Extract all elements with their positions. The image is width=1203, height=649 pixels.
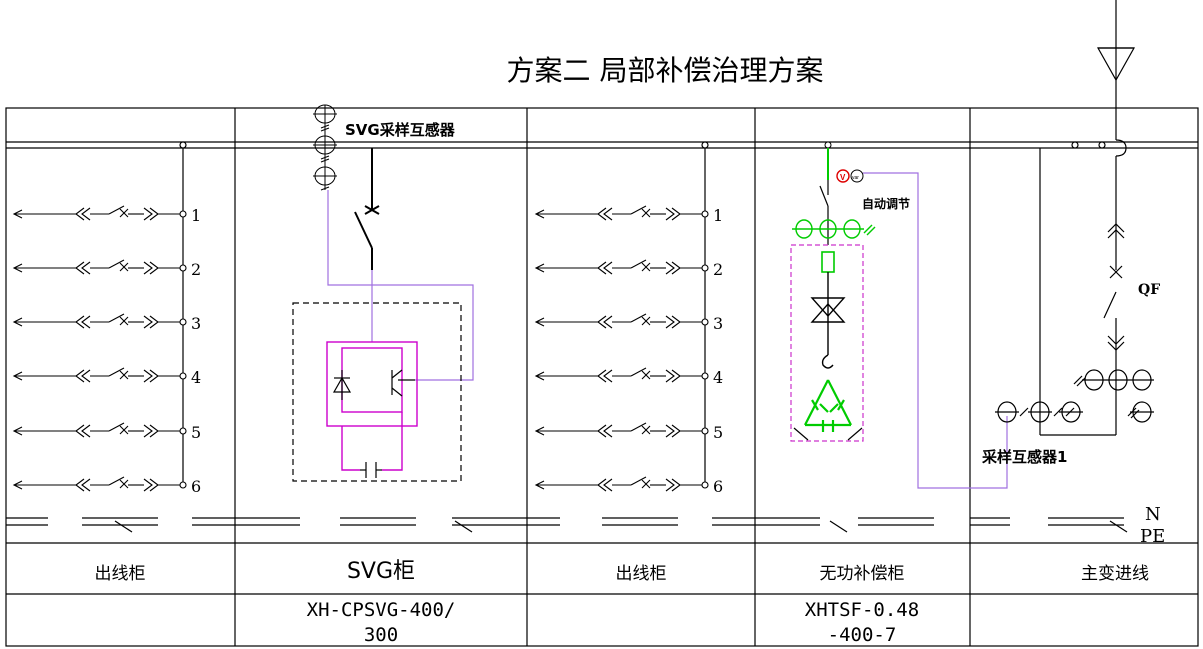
feeder-branch [12,422,187,438]
feeder-number: 3 [191,314,201,333]
svg-text:var: var [852,175,859,181]
feeder-number: 5 [191,423,201,442]
reactive-compensation-cabinet: V var 自动调节 [790,141,1008,489]
cabinet-name: 无功补偿柜 [820,564,905,584]
svg-cabinet: SVG采样互感器 [292,104,474,482]
feeder-number: 1 [713,206,723,225]
feeder-branch [12,313,187,329]
feeder-branch [12,259,187,275]
cabinet-model: XH-CPSVG-400/ [307,599,456,621]
feeder-branch [534,476,709,492]
feeder-number: 3 [713,314,723,333]
svg-sampling-ct [313,104,337,191]
feeder-branch [534,367,709,383]
pe-label: PE [1140,526,1165,547]
feeder-branch [534,259,709,275]
n-label: N [1145,504,1161,525]
feeder-number: 5 [713,423,723,442]
feeder-branch [12,367,187,383]
diagram-title: 方案二 局部补偿治理方案 [507,54,824,87]
main-incoming-cabinet [995,0,1154,436]
voltmeter-icon [836,169,850,183]
capacitor-cts [792,219,876,239]
var-meter-icon [850,169,864,183]
neutral-pe-bus [6,517,1128,533]
feeder-number: 4 [191,368,201,387]
cabinet-model: -400-7 [828,624,897,646]
cabinet-model: XHTSF-0.48 [805,599,919,621]
feeder-number: 2 [191,260,201,279]
feeder-branch [12,205,187,221]
svg-ct-label: SVG采样互感器 [345,121,456,139]
feeder-branch [534,205,709,221]
qf-label: QF [1138,282,1160,298]
svg-text:V: V [840,173,846,182]
cabinet-name: 主变进线 [1081,564,1149,584]
capacitor-bank-icon [804,379,852,432]
feeder-number: 6 [191,477,201,496]
sample-ct1-label: 采样互感器1 [981,448,1067,466]
feeder-branch [534,422,709,438]
cabinet-name: 出线柜 [616,564,667,584]
cabinet-model: 300 [364,624,398,646]
auto-adjust-label: 自动调节 [862,196,910,211]
feeder-number: 4 [713,368,723,387]
svg-module-enclosure [292,302,462,482]
feeder-number: 2 [713,260,723,279]
feeder-number: 6 [713,477,723,496]
filter-capacitor-enclosure [790,244,864,442]
feeder-branch [12,476,187,492]
feeder-branch [534,313,709,329]
svg-power-module [326,341,418,471]
fuse-icon [821,251,835,273]
panel-frame [5,107,1199,647]
cabinet-schedule: 出线柜 SVG柜 XH-CPSVG-400/300 出线柜 无功补偿柜 XHTSF-0.4… [95,559,1150,646]
feeder-number: 1 [191,206,201,225]
cabinet-name: 出线柜 [95,564,146,584]
cabinet-name: SVG柜 [347,559,415,584]
